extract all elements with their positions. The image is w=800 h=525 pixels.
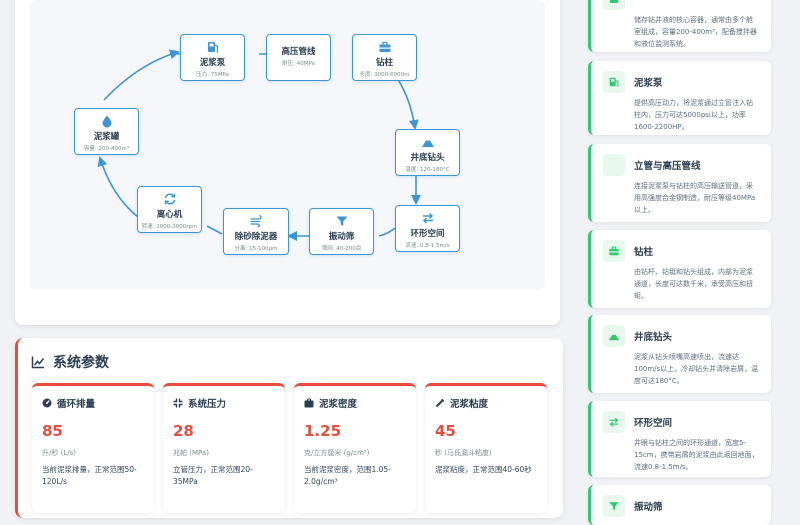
node-high-pressure-line[interactable]: 高压管线 耐压: 40MPa (266, 34, 331, 81)
component-card-shale-shaker[interactable]: 振动筛 (588, 485, 771, 525)
node-title: 振动筛 (328, 232, 355, 242)
gas-pump-icon (603, 71, 625, 93)
node-drill-bit[interactable]: 井底钻头 温度: 120-180°C (395, 129, 460, 176)
component-sidebar: 储存钻井液的核心容器，通常由多个舱室组成，容量200-400m³，配备搅拌器和液… (573, 0, 800, 525)
component-description: 储存钻井液的核心容器，通常由多个舱室组成，容量200-400m³，配备搅拌器和液… (634, 16, 757, 48)
component-title: 立管与高压管线 (634, 161, 701, 172)
mountain-icon (603, 325, 625, 347)
filter-icon (603, 495, 625, 517)
mountain-icon (421, 137, 434, 147)
node-title: 井底钻头 (410, 153, 445, 163)
node-title: 泥浆罐 (93, 132, 120, 142)
param-value: 1.25 (304, 422, 342, 440)
node-centrifuge[interactable]: 离心机 转速: 2000-3000rpm (137, 186, 202, 233)
node-annulus[interactable]: 环形空间 流速: 0.8-1.5m/s (395, 205, 460, 252)
line-chart-icon (31, 356, 45, 369)
param-value: 45 (435, 422, 456, 440)
component-title: 振动筛 (634, 502, 663, 513)
node-subtitle: 分离: 15-100μm (234, 246, 278, 252)
node-subtitle: 容量: 200-400m³ (83, 146, 130, 152)
flow-arrow (206, 225, 223, 235)
component-description: 泥浆从钻头喷嘴高速喷出，流速达100m/s以上，冷却钻头并清除岩屑，温度可达18… (634, 353, 759, 385)
component-card-drill-bit[interactable]: 井底钻头 泥浆从钻头喷嘴高速喷出，流速达100m/s以上，冷却钻头并清除岩屑，温… (588, 315, 771, 393)
diagram-panel: 泥浆泵 压力: 75MPa 高压管线 耐压: 40MPa 钻柱 长度: 3000… (15, 0, 560, 325)
node-title: 离心机 (156, 210, 183, 220)
param-card-mud-viscosity[interactable]: 泥浆粘度 45 秒 (马氏漏斗粘度) 泥浆粘度，正常范围40-60秒 (425, 383, 547, 513)
param-card-system-pressure[interactable]: 系统压力 28 兆帕 (MPa) 立管压力，正常范围20-35MPa (163, 383, 285, 513)
exchange-icon (603, 411, 625, 433)
node-subtitle: 筛网: 40-200目 (321, 246, 362, 252)
component-description: 井眼与钻柱之间的环形通道，宽度5-15cm，携带岩屑的泥浆由此返回地面，流速0.… (634, 439, 759, 471)
node-title: 环形空间 (410, 229, 445, 239)
param-unit: 兆帕 (MPa) (173, 449, 209, 457)
component-title: 钻柱 (634, 247, 654, 258)
param-value: 85 (42, 422, 63, 440)
node-subtitle: 流速: 0.8-1.5m/s (405, 243, 450, 249)
node-title: 高压管线 (281, 47, 316, 57)
system-params-panel: 系统参数 循环排量 85 升/秒 (L/s) 当前泥浆排量，正常范围50-120… (15, 338, 563, 518)
node-subtitle: 转速: 2000-3000rpm (141, 224, 198, 230)
component-card-drill-string[interactable]: 钻柱 由钻杆、钻铤和钻头组成，内部为泥浆通道，长度可达数千米，承受高压和扭矩。 (588, 230, 771, 308)
node-subtitle: 耐压: 40MPa (282, 61, 315, 67)
param-title: 泥浆粘度 (450, 399, 489, 410)
component-description: 由钻杆、钻铤和钻头组成，内部为泥浆通道，长度可达数千米，承受高压和扭矩。 (634, 268, 753, 300)
param-description: 当前泥浆排量，正常范围50-120L/s (42, 465, 137, 486)
component-card-standpipe[interactable]: 立管与高压管线 连接泥浆泵与钻柱的高压输送管道，采用高强度合金钢制造，耐压等级4… (588, 144, 771, 222)
param-value: 28 (173, 422, 194, 440)
node-shale-shaker[interactable]: 振动筛 筛网: 40-200目 (309, 208, 374, 255)
node-subtitle: 长度: 3000-6000m (359, 72, 410, 78)
param-title: 系统压力 (188, 399, 227, 410)
node-drill-string[interactable]: 钻柱 长度: 3000-6000m (352, 34, 417, 81)
param-unit: 秒 (马氏漏斗粘度) (435, 449, 492, 457)
gas-pump-icon (207, 42, 218, 53)
node-subtitle: 压力: 75MPa (196, 72, 229, 78)
param-description: 当前泥浆密度，范围1.05-2.0g/cm³ (304, 465, 391, 486)
node-desander[interactable]: 除砂除泥器 分离: 15-100μm (223, 208, 289, 255)
param-title: 泥浆密度 (319, 399, 358, 410)
compress-icon (173, 398, 183, 408)
sync-icon (164, 193, 175, 205)
component-card-mud-pump[interactable]: 泥浆泵 提供高压动力，将泥浆通过立管注入钻柱内，压力可达5000psi以上，功率… (588, 61, 771, 135)
node-title: 泥浆泵 (199, 58, 226, 68)
param-unit: 升/秒 (L/s) (42, 449, 76, 457)
tank-icon (603, 0, 625, 10)
component-description: 提供高压动力，将泥浆通过立管注入钻柱内，压力可达5000psi以上，功率1600… (634, 99, 753, 131)
droplet-icon (102, 115, 111, 128)
exchange-icon (422, 212, 433, 224)
node-mud-tank[interactable]: 泥浆罐 容量: 200-400m³ (74, 108, 139, 155)
param-description: 立管压力，正常范围20-35MPa (173, 465, 253, 486)
param-unit: 克/立方厘米 (g/cm³) (304, 449, 370, 457)
toolbox-icon (603, 240, 625, 262)
flow-diagram: 泥浆泵 压力: 75MPa 高压管线 耐压: 40MPa 钻柱 长度: 3000… (30, 0, 545, 290)
param-card-mud-density[interactable]: 泥浆密度 1.25 克/立方厘米 (g/cm³) 当前泥浆密度，范围1.05-2… (294, 383, 416, 513)
tachometer-icon (42, 398, 52, 408)
param-card-flow-rate[interactable]: 循环排量 85 升/秒 (L/s) 当前泥浆排量，正常范围50-120L/s (32, 383, 154, 513)
component-title: 泥浆泵 (634, 78, 663, 89)
filter-icon (336, 216, 347, 226)
param-title: 循环排量 (57, 399, 96, 410)
flow-arrow (97, 156, 148, 226)
eyedropper-icon (436, 398, 445, 407)
component-title: 环形空间 (634, 418, 673, 429)
node-subtitle: 温度: 120-180°C (405, 167, 450, 173)
param-description: 泥浆粘度，正常范围40-60秒 (435, 465, 532, 474)
component-title: 井底钻头 (634, 332, 673, 343)
component-card-annulus[interactable]: 环形空间 井眼与钻柱之间的环形通道，宽度5-15cm，携带岩屑的泥浆由此返回地面… (588, 401, 771, 477)
node-title: 除砂除泥器 (234, 232, 278, 242)
node-title: 钻柱 (375, 58, 393, 68)
pipe-icon (603, 154, 625, 176)
flow-arrow (103, 49, 180, 101)
component-description: 连接泥浆泵与钻柱的高压输送管道，采用高强度合金钢制造，耐压等级40MPa以上。 (634, 182, 756, 214)
params-section-title: 系统参数 (31, 352, 109, 372)
params-title: 系统参数 (53, 355, 109, 371)
node-mud-pump[interactable]: 泥浆泵 压力: 75MPa (180, 34, 245, 81)
wind-icon (250, 215, 262, 228)
toolbox-icon (379, 41, 390, 52)
weight-icon (304, 398, 314, 408)
component-card-mud-tank[interactable]: 储存钻井液的核心容器，通常由多个舱室组成，容量200-400m³，配备搅拌器和液… (588, 0, 771, 52)
